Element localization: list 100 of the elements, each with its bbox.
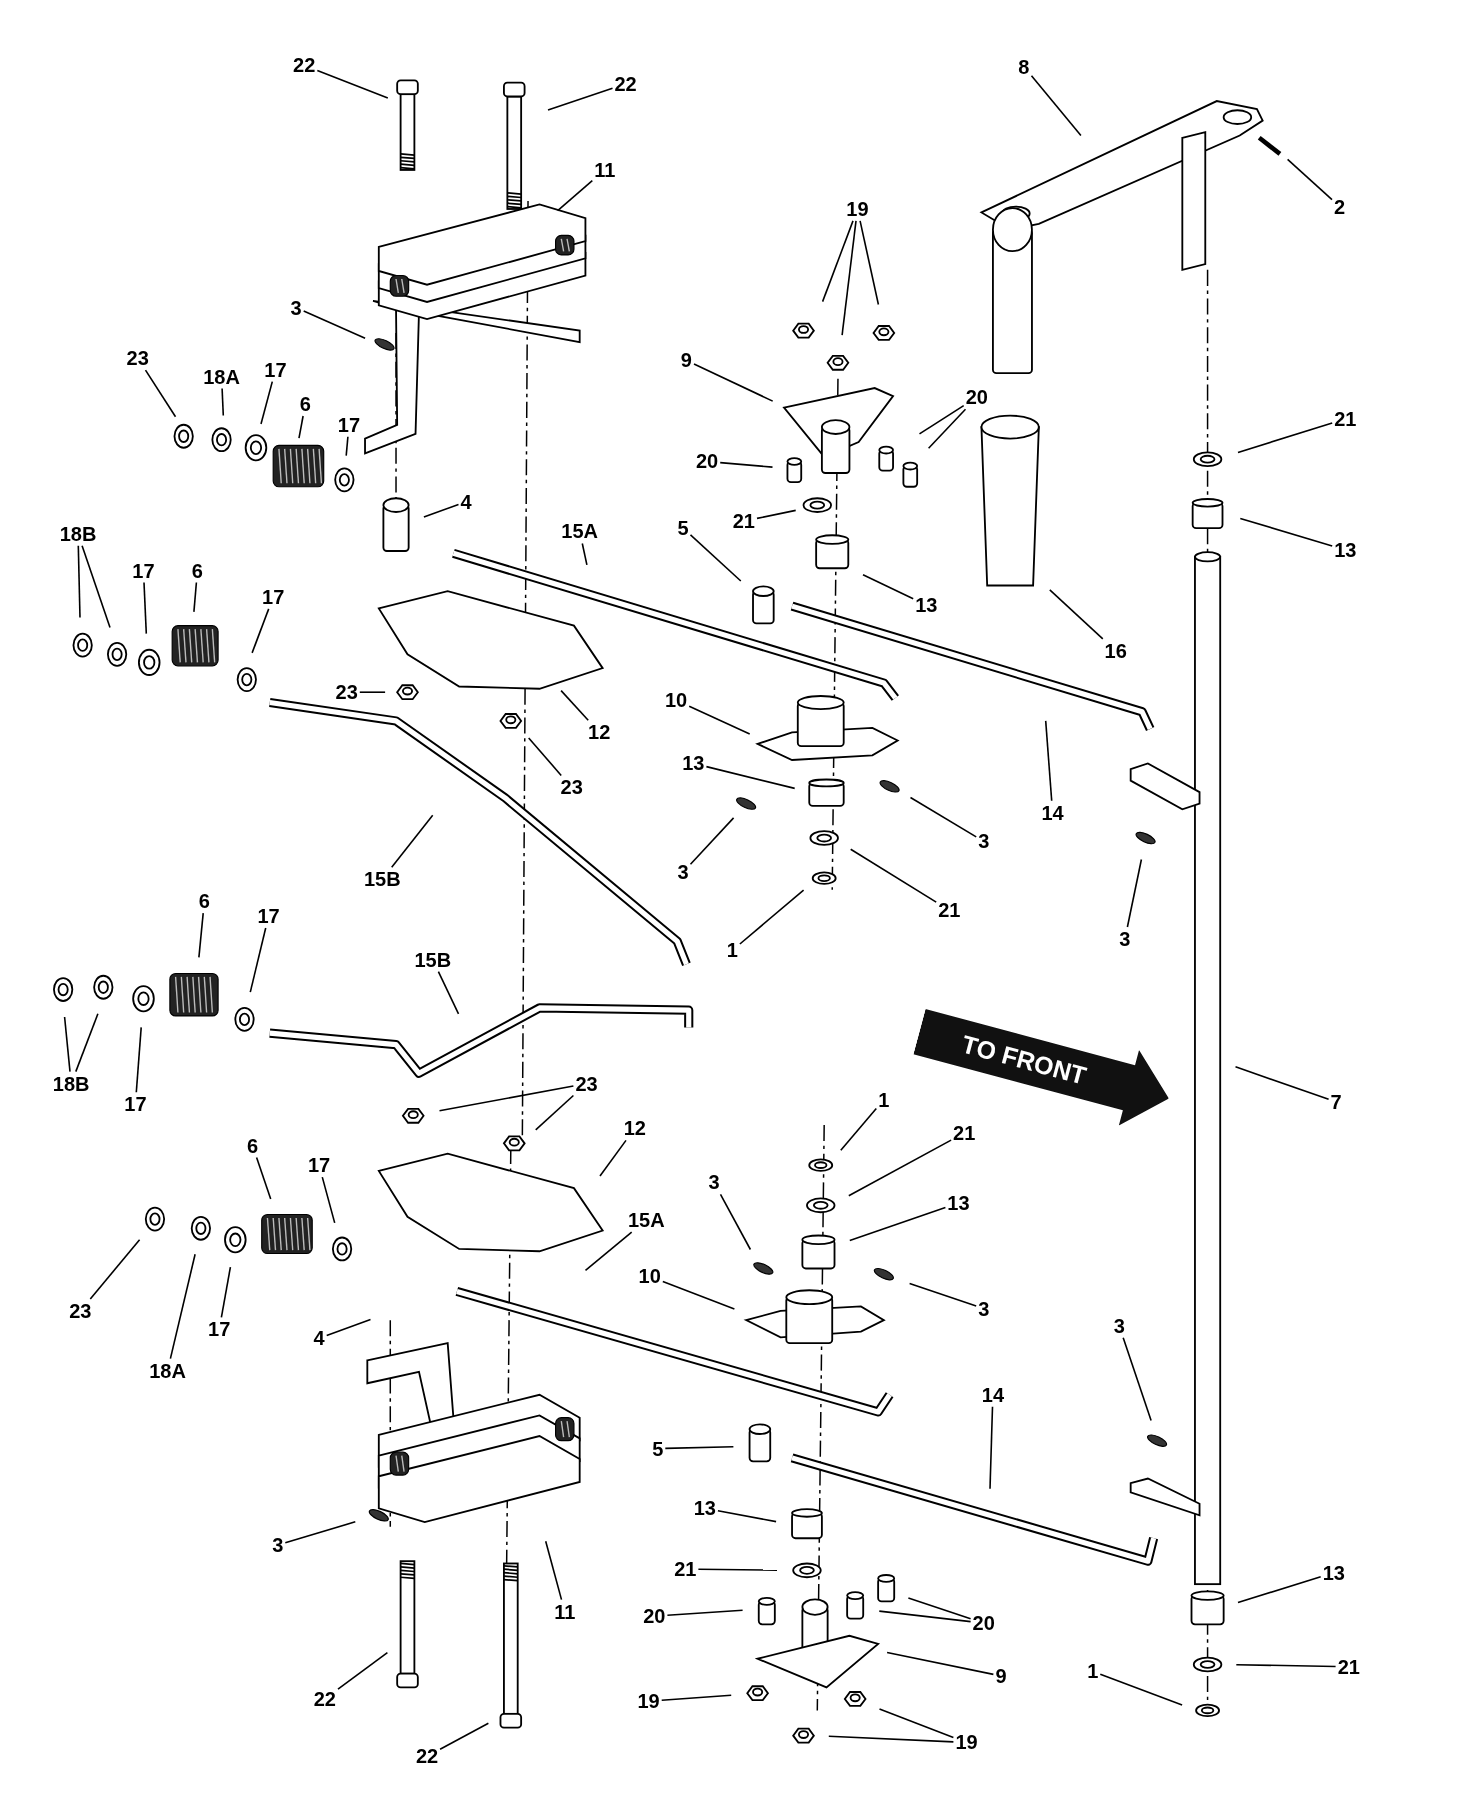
- leader-line: [927, 408, 967, 449]
- callout-number: 17: [207, 1318, 232, 1341]
- callout-number: 9: [994, 1664, 1008, 1687]
- callout-number: 1: [877, 1088, 891, 1111]
- callout-number: 22: [312, 1687, 337, 1710]
- callout-number: 23: [125, 347, 150, 370]
- leader-line: [859, 220, 880, 306]
- leader-line: [909, 796, 977, 838]
- leader-line: [689, 817, 735, 866]
- callout-number: 23: [334, 681, 359, 704]
- leader-line: [849, 848, 937, 903]
- callout-number: 18B: [58, 522, 98, 545]
- callout-number: 21: [952, 1121, 977, 1144]
- callout-number: 3: [676, 861, 690, 884]
- callout-number: 14: [980, 1383, 1006, 1406]
- callout-number: 16: [1103, 639, 1128, 662]
- leader-line: [298, 415, 304, 439]
- leader-line: [878, 1610, 972, 1623]
- callout-number: 17: [256, 905, 281, 927]
- callout-number: 21: [1333, 407, 1358, 430]
- leader-line: [345, 435, 349, 457]
- callout-number: 15B: [413, 948, 453, 971]
- leader-line: [1122, 1337, 1152, 1422]
- callout-number: 3: [977, 1297, 991, 1320]
- leader-line: [666, 1609, 744, 1617]
- callout-number: 13: [1333, 538, 1358, 561]
- callout-number: 23: [574, 1072, 599, 1095]
- callout-number: 10: [663, 689, 689, 712]
- leader-line: [693, 363, 774, 402]
- leader-line: [886, 1651, 995, 1676]
- callout-number: 18A: [202, 365, 241, 388]
- leader-line: [321, 1176, 336, 1224]
- leader-line: [719, 1193, 752, 1251]
- leader-line: [527, 737, 562, 777]
- callout-number: 13: [681, 752, 706, 775]
- leader-line: [544, 1540, 563, 1601]
- leader-line: [660, 1694, 732, 1701]
- leader-line: [251, 608, 270, 654]
- callout-number: 22: [414, 1745, 440, 1768]
- callout-number: 12: [622, 1117, 647, 1140]
- callout-number: 4: [312, 1327, 326, 1350]
- callout-number: 3: [707, 1171, 721, 1194]
- leader-line: [697, 1568, 778, 1571]
- callout-number: 20: [642, 1605, 667, 1628]
- leader-line: [89, 1239, 141, 1300]
- leader-line: [1239, 517, 1333, 547]
- callout-number: 19: [954, 1731, 979, 1754]
- leader-line: [144, 369, 177, 418]
- leader-line: [547, 87, 614, 111]
- callout-number: 13: [914, 593, 939, 616]
- callout-number: 17: [261, 585, 286, 608]
- leader-line: [63, 1016, 71, 1073]
- leader-line: [423, 503, 460, 518]
- leader-line: [220, 1266, 232, 1319]
- callout-number: 13: [946, 1192, 971, 1214]
- callout-number: 17: [131, 559, 156, 582]
- callout-number: 17: [263, 358, 288, 381]
- callout-number: 13: [1321, 1561, 1346, 1584]
- callout-number: 15A: [560, 520, 599, 543]
- leader-line: [316, 69, 389, 99]
- leader-line: [878, 1708, 955, 1739]
- callout-number: 7: [1329, 1090, 1343, 1113]
- callout-number: 6: [197, 890, 211, 913]
- callout-number: 23: [559, 776, 584, 799]
- callout-number: 23: [68, 1299, 93, 1322]
- leader-line: [135, 1026, 142, 1094]
- callout-number: 9: [679, 349, 693, 372]
- leader-line: [169, 1253, 196, 1360]
- callout-number: 5: [676, 517, 690, 539]
- leader-line: [221, 387, 225, 417]
- leader-line: [1049, 589, 1104, 640]
- leader-line: [689, 534, 742, 582]
- leader-line: [717, 1510, 777, 1523]
- leader-line: [284, 1521, 357, 1544]
- callout-number: 21: [673, 1558, 698, 1581]
- leader-line: [439, 1722, 490, 1750]
- leader-line: [828, 1735, 955, 1743]
- callout-number: 14: [1040, 801, 1065, 824]
- leader-line: [1044, 720, 1053, 802]
- leader-line: [848, 1139, 952, 1197]
- callout-number: 3: [977, 830, 991, 853]
- callout-number: 20: [964, 386, 989, 409]
- callout-number: 21: [937, 899, 962, 922]
- callout-number: 15B: [362, 868, 402, 891]
- leader-line: [193, 581, 198, 613]
- leader-line: [77, 545, 81, 619]
- callout-number: 19: [845, 197, 870, 220]
- leader-line: [534, 1094, 575, 1131]
- leader-line: [325, 1318, 372, 1337]
- callout-number: 6: [298, 393, 312, 416]
- leader-line: [756, 509, 797, 520]
- leader-line: [249, 927, 267, 993]
- leader-line: [1237, 1575, 1322, 1604]
- leader-line: [908, 1282, 977, 1307]
- leader-line: [390, 814, 434, 869]
- callout-number: 4: [459, 490, 473, 513]
- leader-line: [556, 179, 594, 212]
- leader-line: [1235, 1663, 1337, 1668]
- callout-number: 6: [190, 559, 204, 582]
- callout-number: 3: [271, 1534, 285, 1557]
